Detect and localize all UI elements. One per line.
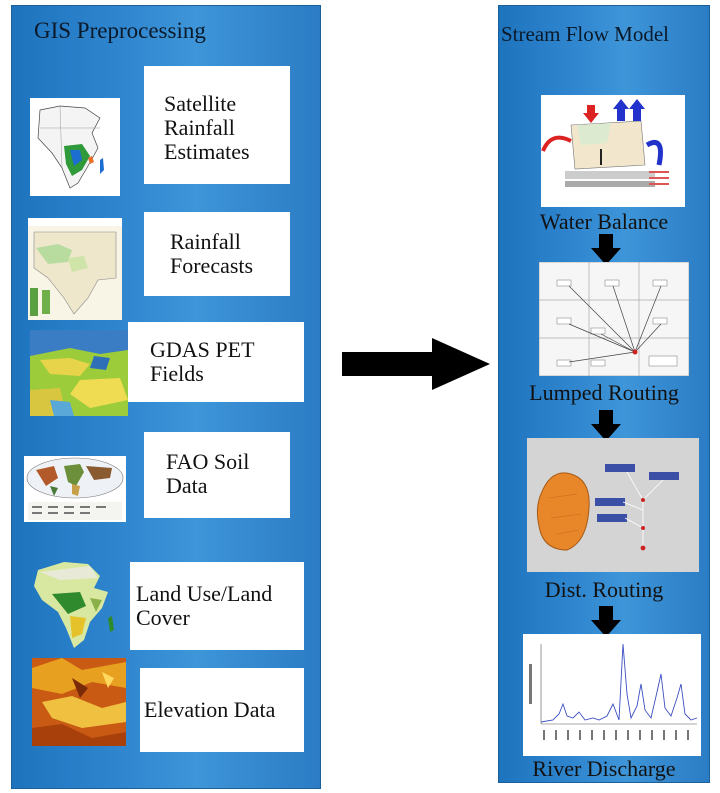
stream-flow-model-panel: Stream Flow Model Water Balance: [498, 5, 710, 783]
gis-preprocessing-panel: GIS Preprocessing Satellite Rainfall Est…: [11, 5, 321, 789]
satellite-rainfall-label: Satellite Rainfall Estimates: [164, 91, 250, 164]
world-soil-map-icon: [24, 456, 126, 522]
land-use-box: Land Use/Land Cover: [130, 562, 304, 650]
river-discharge-label: River Discharge: [532, 756, 676, 781]
hydrograph-chart-icon: [523, 634, 701, 756]
rainfall-forecasts-box: Rainfall Forecasts: [144, 212, 290, 296]
lumped-routing-grid-icon: [539, 262, 689, 376]
pet-field-map-icon: [30, 330, 128, 416]
africa-landcover-map-icon: [30, 558, 126, 652]
distributed-routing-diagram-icon: [527, 438, 699, 572]
water-balance-diagram-icon: [541, 95, 685, 207]
africa-rainfall-map-icon: [30, 98, 120, 196]
fao-soil-box: FAO Soil Data: [144, 432, 290, 518]
stream-flow-model-title: Stream Flow Model: [501, 22, 669, 46]
rainfall-forecasts-label: Rainfall Forecasts: [170, 229, 254, 278]
gis-preprocessing-title: GIS Preprocessing: [34, 18, 206, 43]
down-arrow-icon: [589, 234, 623, 266]
elevation-map-icon: [32, 658, 126, 746]
elevation-label: Elevation Data: [144, 697, 276, 722]
gdas-pet-label: GDAS PET Fields: [150, 337, 255, 386]
lumped-routing-label: Lumped Routing: [529, 380, 679, 405]
satellite-rainfall-box: Satellite Rainfall Estimates: [144, 66, 290, 184]
down-arrow-icon: [589, 606, 623, 638]
fao-soil-label: FAO Soil Data: [166, 449, 250, 498]
down-arrow-icon: [589, 410, 623, 442]
dist-routing-label: Dist. Routing: [544, 577, 664, 602]
land-use-label: Land Use/Land Cover: [136, 581, 273, 630]
flow-arrow-icon: [342, 336, 492, 392]
gdas-pet-box: GDAS PET Fields: [128, 322, 304, 402]
elevation-box: Elevation Data: [140, 668, 304, 752]
water-balance-label: Water Balance: [539, 209, 669, 234]
rainfall-forecast-map-icon: [28, 218, 122, 320]
